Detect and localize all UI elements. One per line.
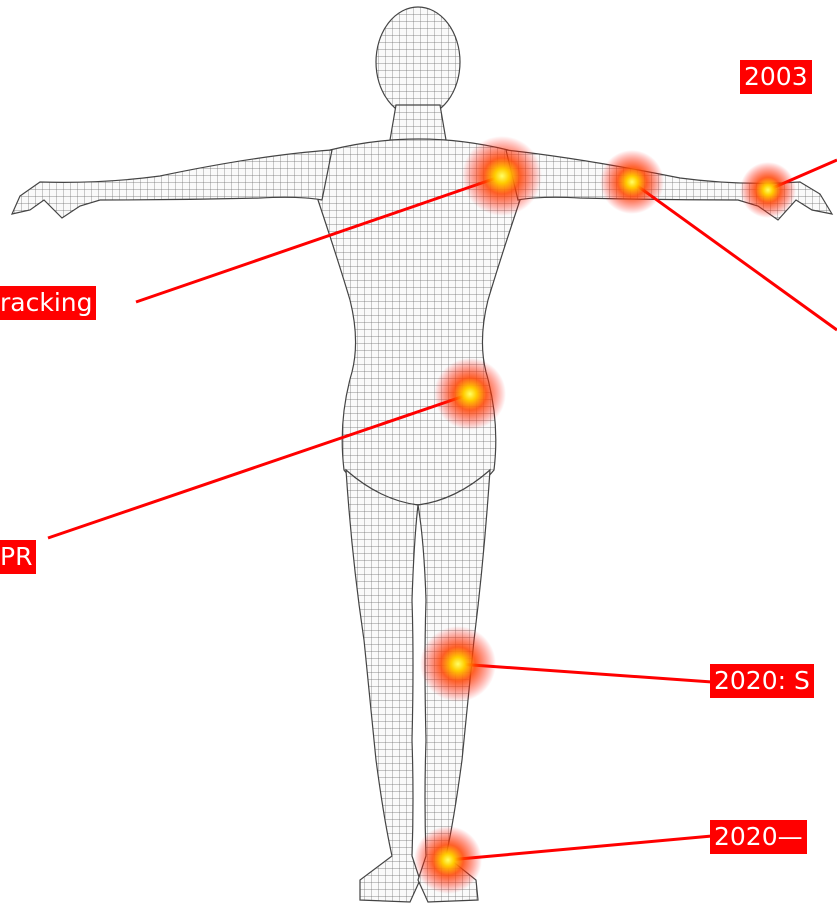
head [376, 7, 460, 117]
label-right-knee: 2020: S [710, 664, 814, 698]
label-left-upper: racking [0, 286, 96, 320]
line-knee [458, 664, 712, 682]
line-ankle [448, 836, 712, 860]
hotspot-wrist [740, 162, 796, 218]
label-right-ankle: 2020— [710, 820, 807, 854]
hotspot-shoulder [462, 136, 542, 216]
human-body-figure [12, 7, 832, 902]
hotspot-elbow [600, 150, 664, 214]
hotspot-ankle [414, 826, 482, 894]
label-left-lower: PR [0, 540, 36, 574]
left-arm [12, 150, 332, 218]
label-top-right: 2003 [740, 60, 812, 94]
neck [390, 105, 446, 140]
hotspot-hip [434, 358, 506, 430]
left-leg [346, 470, 420, 902]
hotspot-knee [420, 626, 496, 702]
